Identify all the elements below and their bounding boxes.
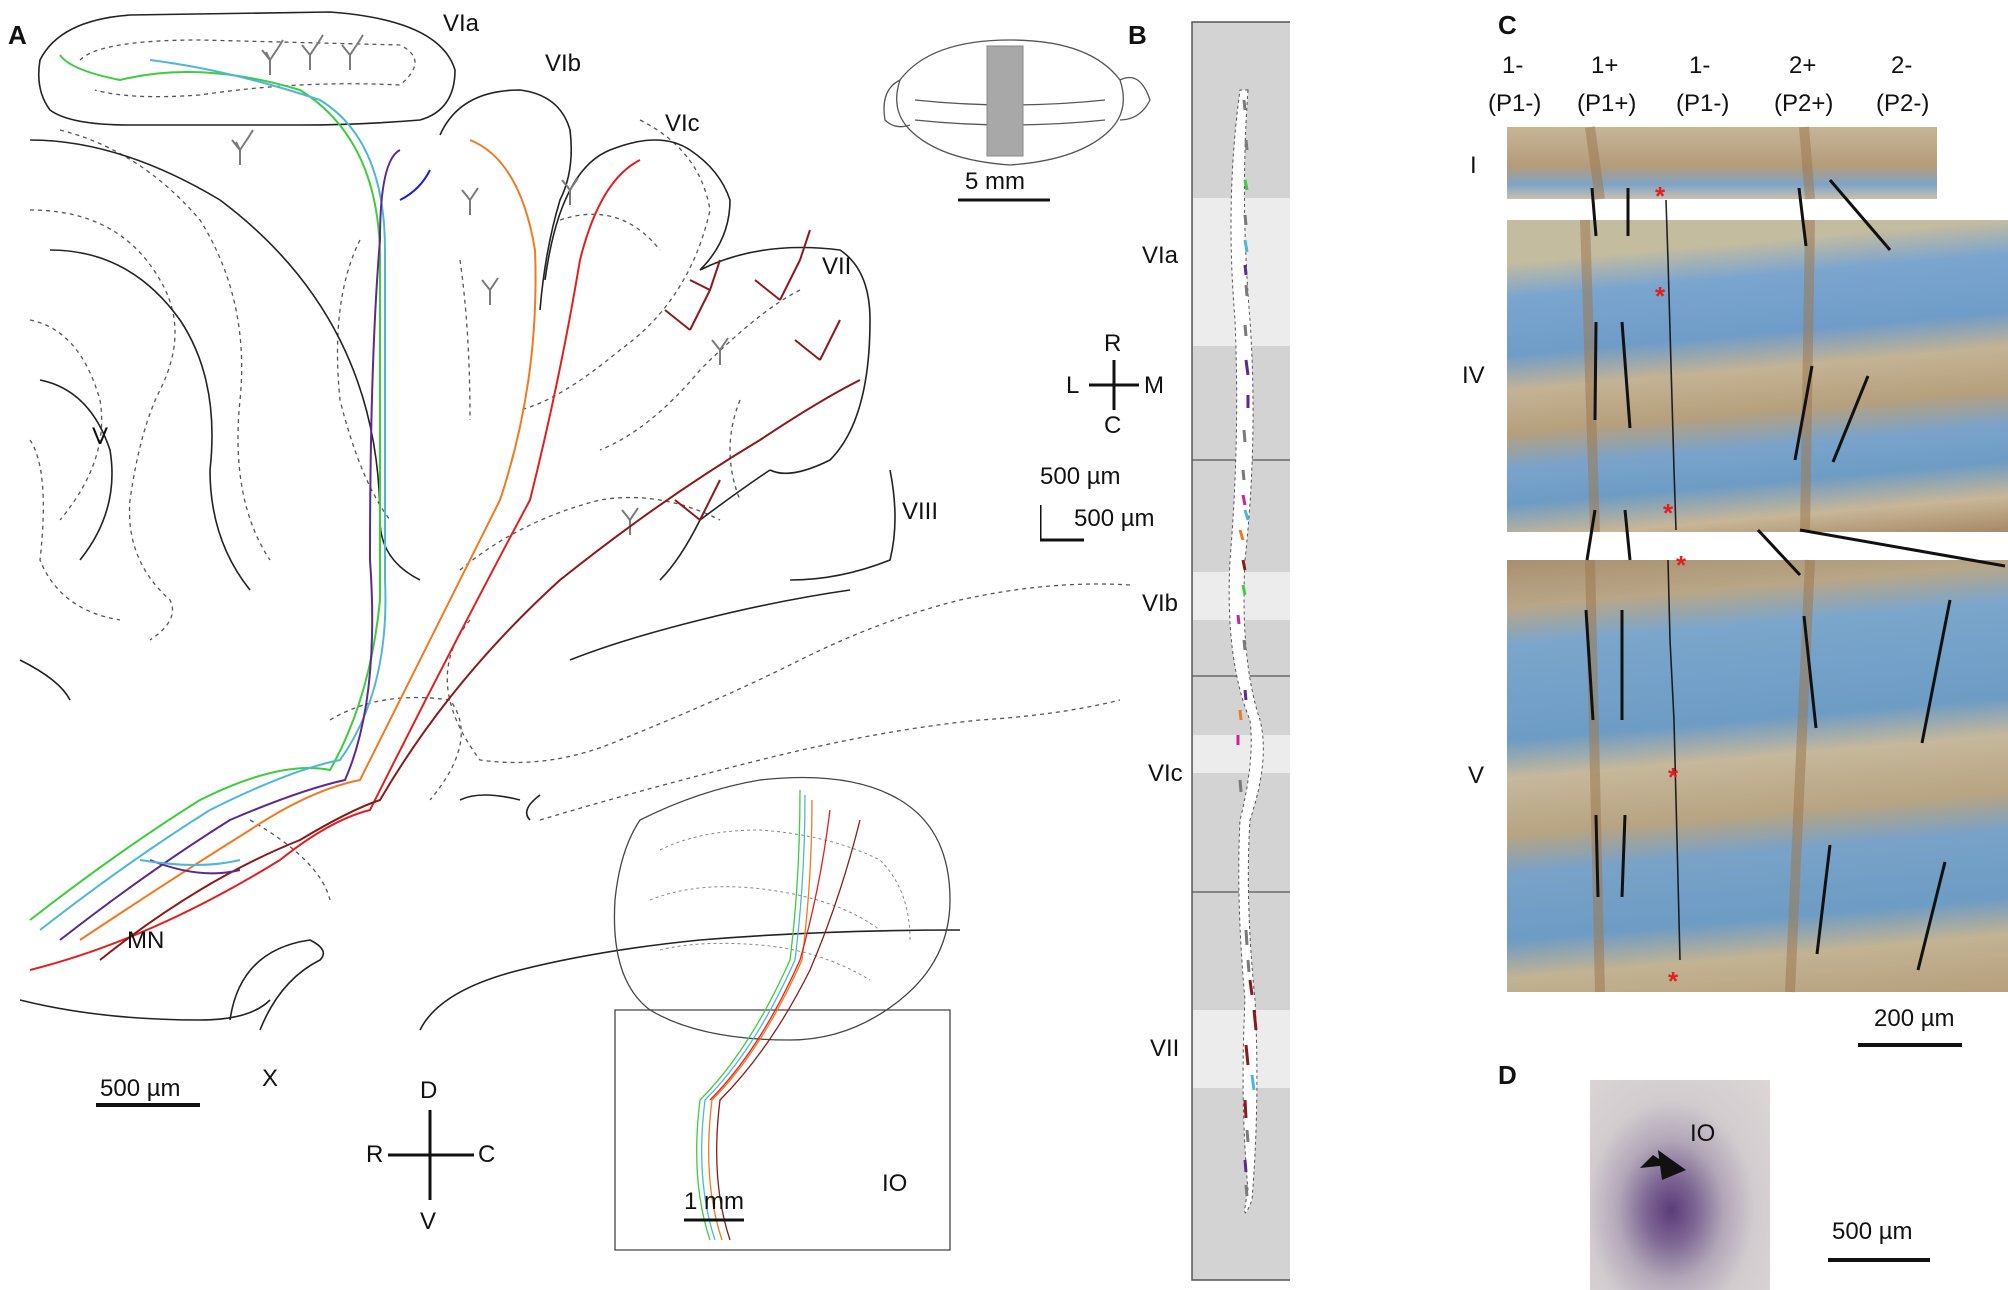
zone-1-sub: (P1-) — [1488, 90, 1542, 117]
zone-5-code: 2- — [1891, 52, 1913, 79]
svg-text:*: * — [1668, 762, 1679, 792]
row-label-i: I — [1470, 152, 1477, 179]
axis-ventral: V — [420, 1208, 437, 1235]
svg-text:*: * — [1655, 281, 1666, 311]
axis-dorsal: D — [420, 1077, 438, 1104]
row-label-iv: IV — [1462, 362, 1485, 389]
coronal-section — [613, 776, 951, 1251]
zone-4-code: 2+ — [1789, 52, 1817, 79]
axis-cross-a — [388, 1110, 474, 1200]
axis-caudal: C — [478, 1141, 496, 1168]
lobule-label-via: VIa — [443, 10, 480, 37]
panel-a: A — [8, 10, 1151, 1251]
micrograph-lobule-i — [1507, 127, 1937, 199]
panel-c-letter: C — [1498, 10, 1517, 40]
lobule-label-vib: VIb — [545, 50, 582, 77]
lobule-label-v: V — [92, 423, 109, 450]
b-label-via: VIa — [1142, 242, 1179, 269]
svg-text:*: * — [1668, 966, 1679, 996]
panel-c-overlay: * * * * * * — [1580, 126, 2006, 1047]
climbing-fibers — [29, 54, 861, 971]
panel-a-drawing — [19, 11, 1151, 1251]
inset-strip — [986, 45, 1024, 157]
panel-d-letter: D — [1498, 1060, 1517, 1090]
zone-3-sub: (P1-) — [1676, 90, 1730, 117]
zone-2-sub: (P1+) — [1577, 90, 1637, 117]
b-axis-caudal: C — [1104, 412, 1122, 439]
svg-text:*: * — [1655, 181, 1666, 211]
b-scale-vertical: 500 µm — [1074, 505, 1155, 532]
svg-text:*: * — [1676, 550, 1687, 580]
coronal-scale-label: 1 mm — [684, 1188, 744, 1215]
nucleus-label-mn: MN — [127, 927, 165, 954]
panel-a-letter: A — [8, 20, 27, 50]
zone-2-code: 1+ — [1591, 52, 1619, 79]
brown-dendrite-tree — [664, 229, 841, 521]
b-axis-rostral: R — [1104, 330, 1122, 357]
panel-b: B — [1040, 0, 1290, 1290]
panel-b-letter: B — [1128, 20, 1147, 50]
row-label-v: V — [1468, 762, 1485, 789]
inset-scale-label: 5 mm — [965, 168, 1025, 195]
panel-c: C 1- (P1-) 1+ (P1+) 1- (P1-) 2+ (P2+) 2-… — [1450, 0, 2008, 1060]
b-axis-medial: M — [1144, 372, 1164, 399]
zone-4-sub: (P2+) — [1774, 90, 1834, 117]
gray-dendrites — [231, 34, 729, 535]
b-label-vii: VII — [1150, 1035, 1180, 1062]
axis-rostral: R — [366, 1141, 384, 1168]
coronal-io-label: IO — [882, 1170, 908, 1197]
coronal-dashed — [649, 829, 911, 981]
b-label-vib: VIb — [1142, 590, 1179, 617]
lobule-label-x: X — [262, 1065, 279, 1092]
panel-d-overlay — [1640, 1150, 1930, 1262]
b-scale-horizontal: 500 µm — [1040, 463, 1121, 490]
coronal-fibers — [696, 789, 861, 1241]
micrograph-io — [1590, 1080, 1770, 1290]
lobule-label-vic: VIc — [665, 110, 700, 137]
svg-text:*: * — [1663, 498, 1674, 528]
d-scale-label: 500 µm — [1832, 1218, 1913, 1245]
lobule-label-viii: VIII — [902, 498, 939, 525]
c-scale-label: 200 µm — [1874, 1005, 1955, 1032]
b-axis-lateral: L — [1066, 372, 1080, 399]
zone-5-sub: (P2-) — [1876, 90, 1930, 117]
d-io-label: IO — [1690, 1120, 1716, 1147]
panel-b-strip — [1040, 21, 1290, 1281]
lobule-label-vii: VII — [822, 253, 852, 280]
b-label-vic: VIc — [1148, 760, 1183, 787]
panel-d: D IO 500 µm — [1450, 1060, 2008, 1290]
zone-3-code: 1- — [1689, 52, 1711, 79]
zone-1-code: 1- — [1502, 52, 1524, 79]
scale-label-a: 500 µm — [100, 1075, 181, 1102]
